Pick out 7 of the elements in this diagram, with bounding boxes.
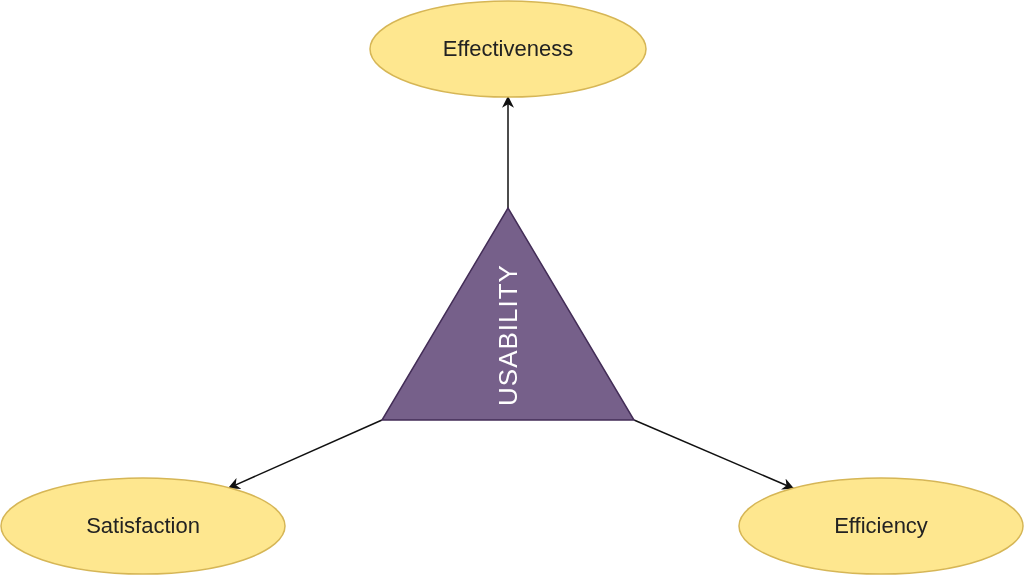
arrow [633, 419, 795, 490]
node-label: Effectiveness [442, 36, 574, 62]
arrow [228, 419, 383, 489]
node-label: Satisfaction [86, 513, 200, 539]
node-label: USABILITY [492, 264, 524, 407]
arrow [502, 95, 514, 209]
node-label: Efficiency [834, 513, 928, 539]
